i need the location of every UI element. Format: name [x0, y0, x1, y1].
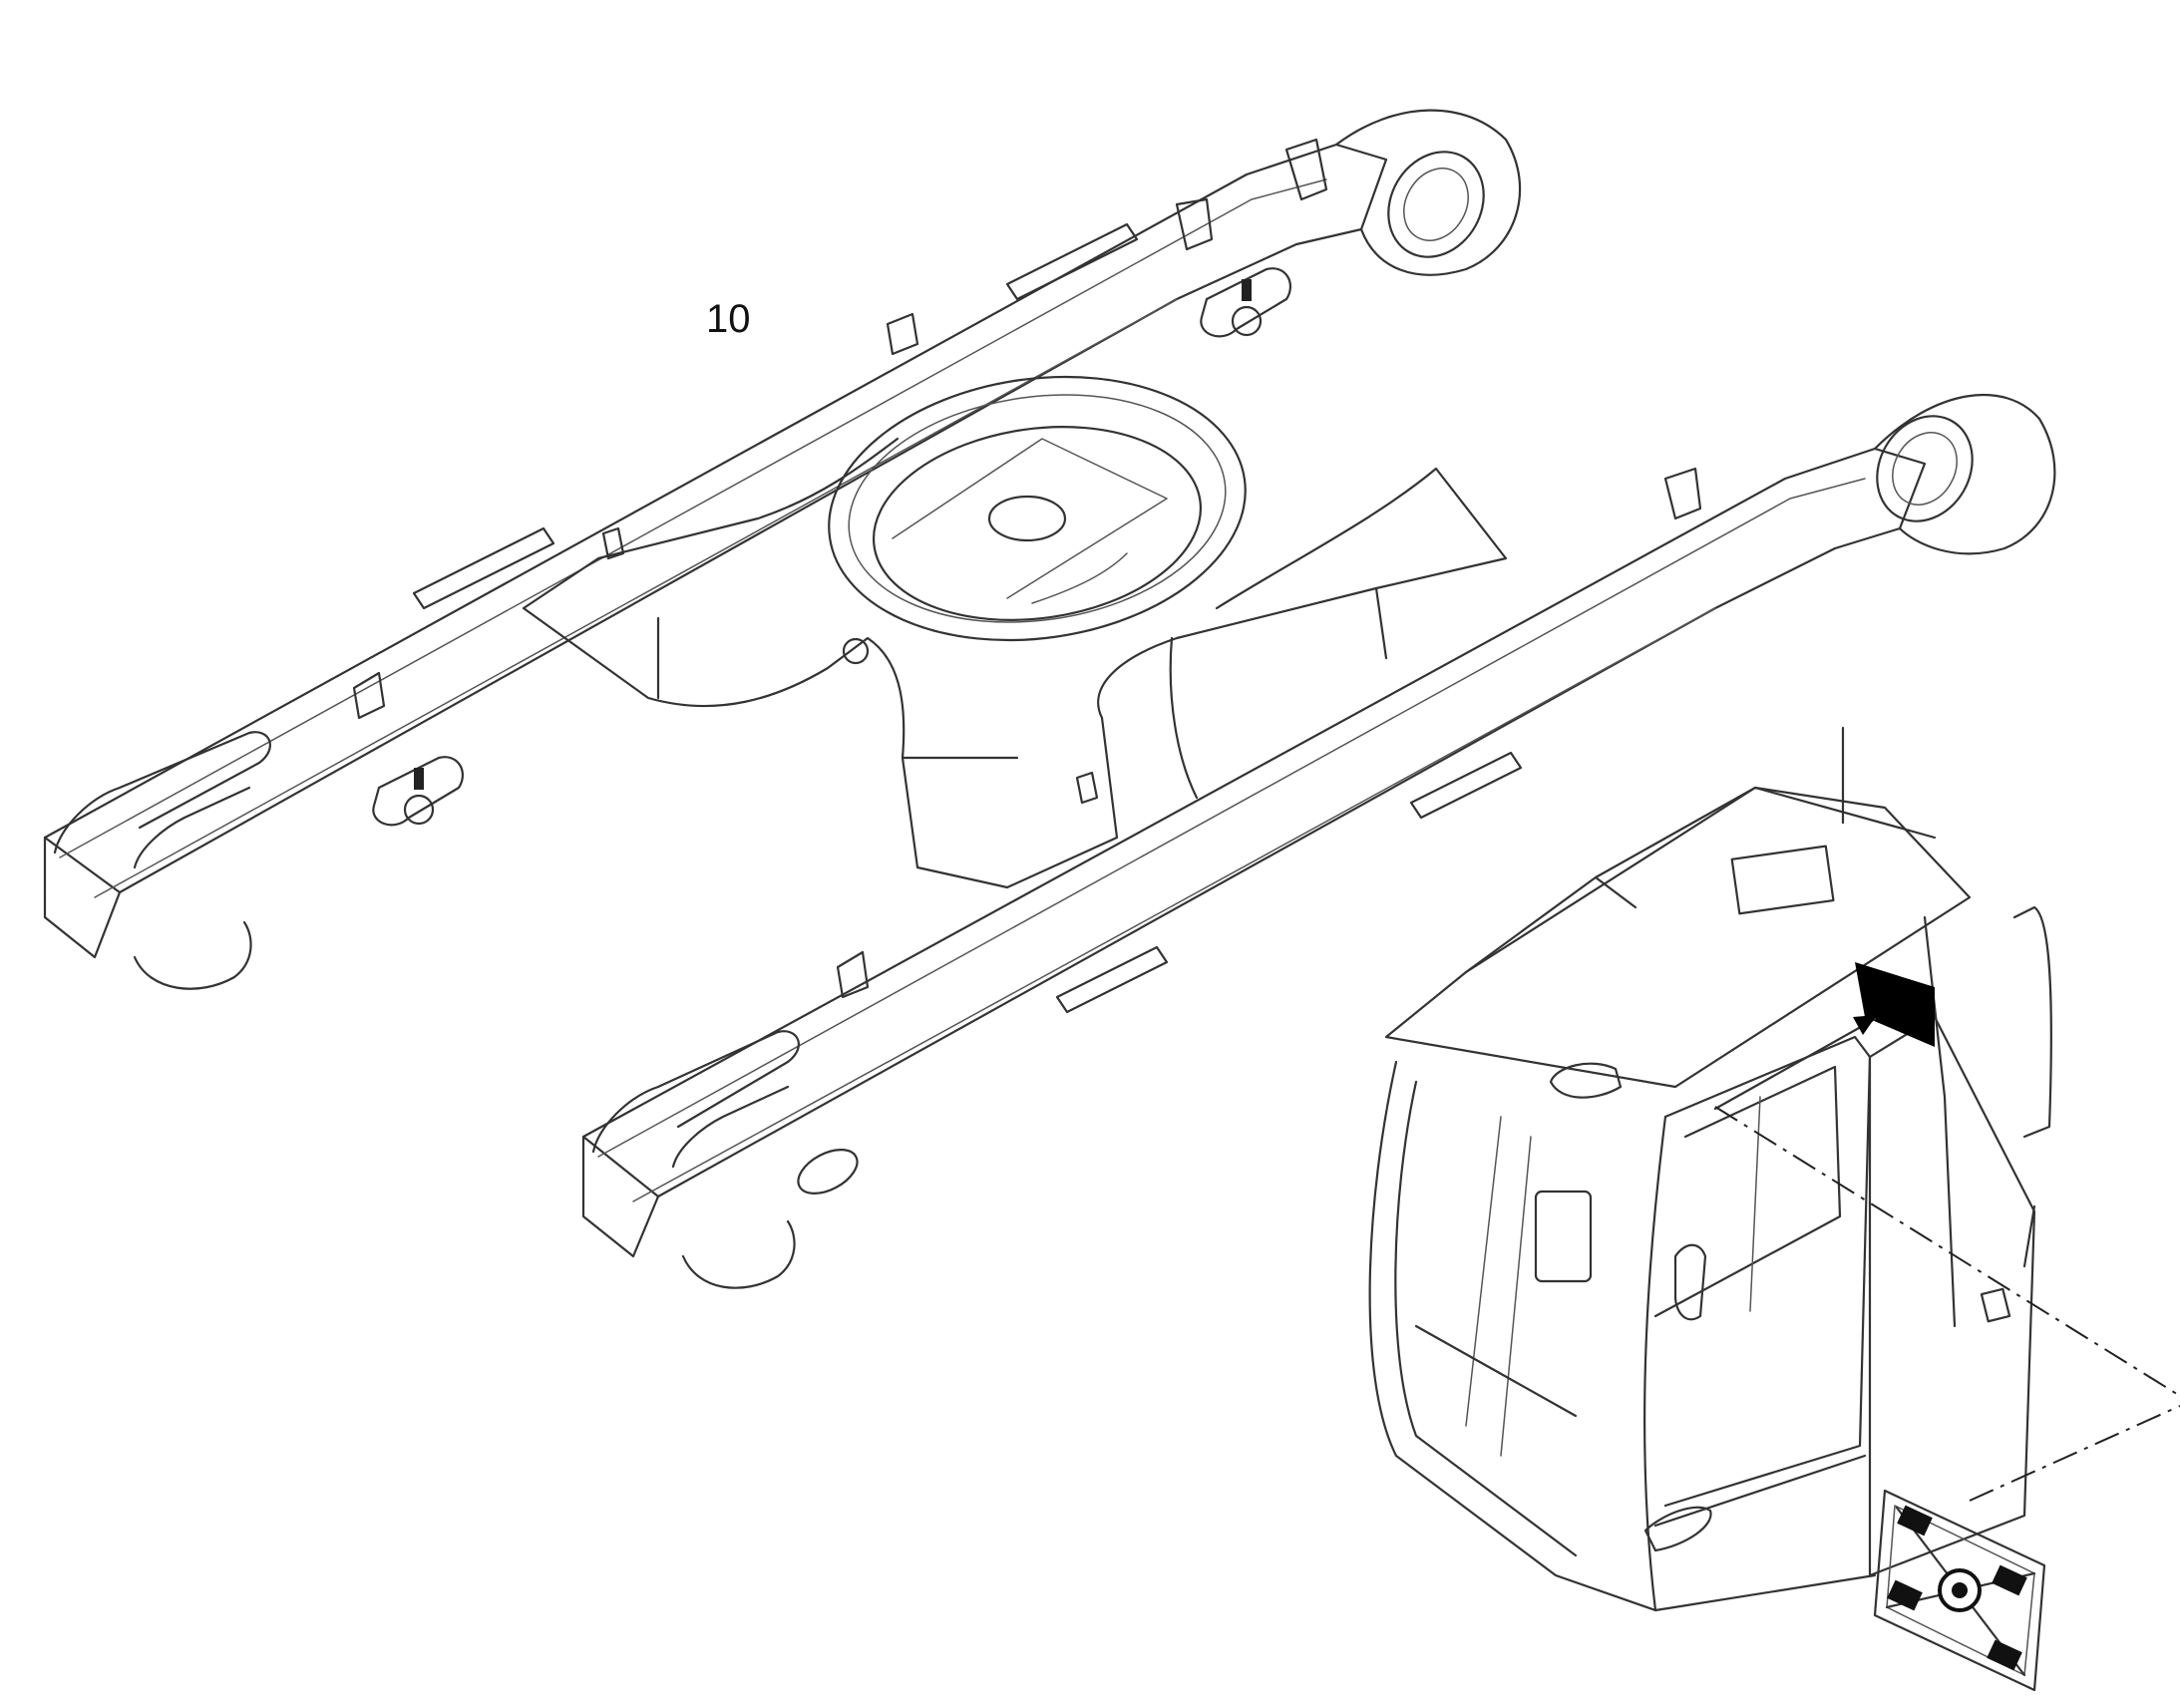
tie-down-hook-decal — [1873, 1489, 2046, 1692]
center-carbody — [522, 375, 1508, 889]
lower-track-rail — [372, 393, 2056, 1289]
leader-line — [1714, 1106, 2180, 1502]
undercarriage-frame — [43, 109, 2056, 1289]
tie-down-hook-lower — [372, 756, 465, 827]
callout-label-10: 10 — [706, 297, 751, 341]
tie-down-hook-upper — [1200, 267, 1292, 338]
operator-cab — [1368, 726, 2052, 1612]
slew-ring — [828, 375, 1247, 642]
decal-placement-marker — [1713, 962, 1935, 1111]
upper-track-rail — [43, 109, 1522, 990]
